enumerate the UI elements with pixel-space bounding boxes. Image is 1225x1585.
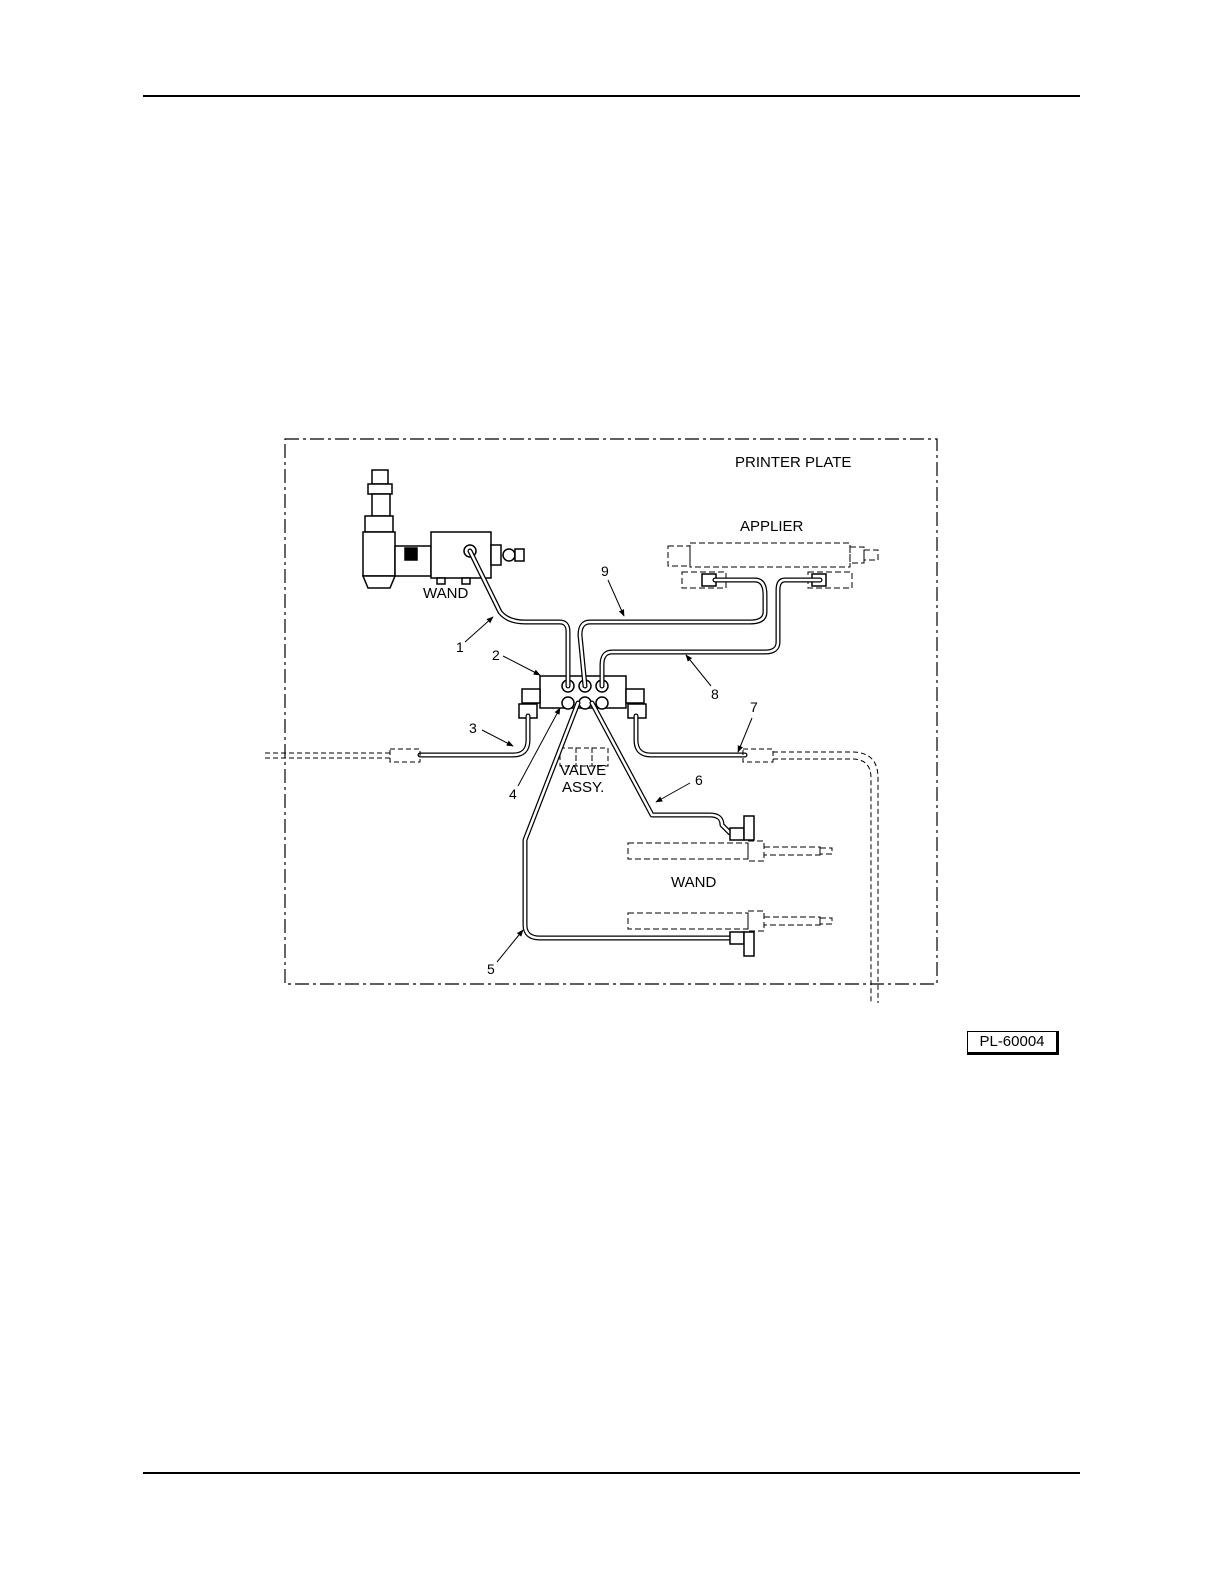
leader-3 bbox=[482, 730, 513, 746]
callout-3: 3 bbox=[469, 720, 477, 736]
valve-label-line2: ASSY. bbox=[562, 779, 604, 796]
callout-1: 1 bbox=[456, 639, 464, 655]
wand-top-label: WAND bbox=[423, 585, 468, 602]
wand-bottom-label: WAND bbox=[671, 874, 716, 891]
callout-8: 8 bbox=[711, 686, 719, 702]
tubing-inner bbox=[420, 551, 820, 938]
tubing-outer bbox=[420, 551, 820, 938]
callout-9: 9 bbox=[601, 563, 609, 579]
printer-plate-label: PRINTER PLATE bbox=[735, 454, 851, 471]
callout-2: 2 bbox=[492, 647, 500, 663]
leader-6 bbox=[656, 783, 690, 802]
applier-label: APPLIER bbox=[740, 518, 804, 535]
leader-arrows bbox=[465, 580, 752, 962]
plate-id-tag: PL-60004 bbox=[967, 1031, 1059, 1055]
bottom-wand-cylinder-upper bbox=[628, 841, 832, 861]
leader-5 bbox=[497, 930, 523, 962]
callout-4: 4 bbox=[509, 786, 517, 802]
leader-7 bbox=[738, 718, 752, 752]
leader-2 bbox=[503, 656, 540, 675]
callout-5: 5 bbox=[487, 961, 495, 977]
bottom-wand-fittings bbox=[730, 816, 754, 956]
top-wand-assembly bbox=[363, 470, 524, 588]
leader-8 bbox=[686, 655, 711, 686]
callout-7: 7 bbox=[750, 699, 758, 715]
valve-label-line1: VALVE bbox=[560, 762, 606, 779]
callout-6: 6 bbox=[695, 772, 703, 788]
leader-1 bbox=[465, 617, 493, 642]
applier-cylinder bbox=[668, 543, 878, 588]
leader-9 bbox=[608, 580, 624, 616]
bottom-wand-cylinder-lower bbox=[628, 911, 832, 931]
